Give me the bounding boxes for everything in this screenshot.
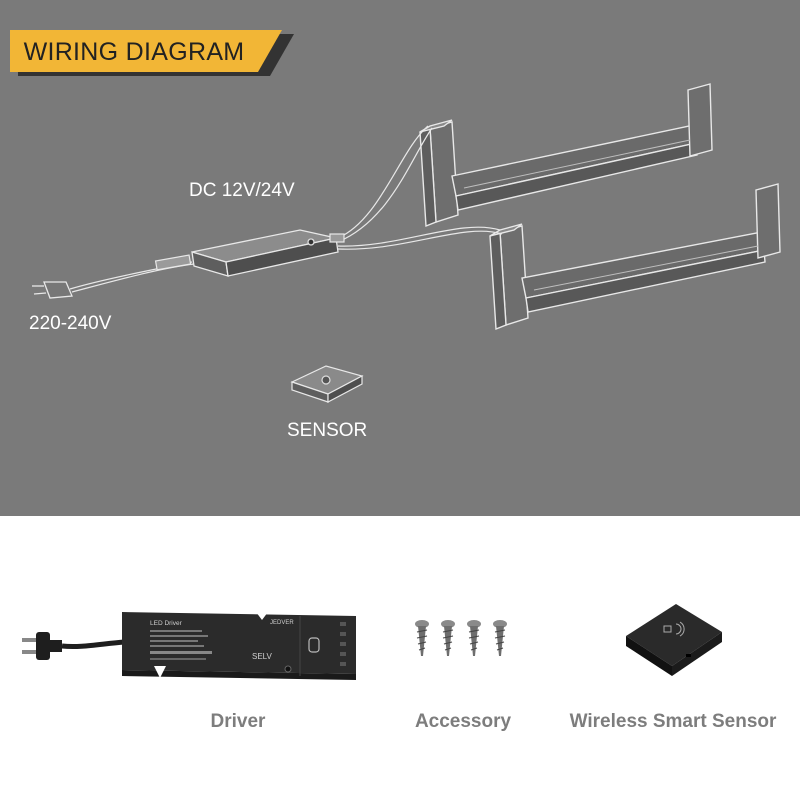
products-row: LED Driver JEDVER SELV xyxy=(0,516,800,800)
screw-2 xyxy=(441,620,455,656)
ac-plug xyxy=(32,281,73,299)
driver-photo: LED Driver JEDVER SELV xyxy=(122,612,356,680)
led-bar-lower xyxy=(489,183,781,331)
led-bar-upper xyxy=(419,83,713,228)
driver-print-brand: JEDVER xyxy=(270,620,294,626)
ac-voltage-label: 220-240V xyxy=(29,313,112,334)
products-drawing: LED Driver JEDVER SELV xyxy=(22,604,722,680)
dc-voltage-label: DC 12V/24V xyxy=(189,180,295,201)
sensor-diagram xyxy=(290,365,364,403)
caption-accessory: Accessory xyxy=(414,711,512,732)
wireless-sensor-photo xyxy=(626,604,722,676)
caption-driver: Driver xyxy=(210,711,266,732)
driver-print-selv: SELV xyxy=(252,652,273,661)
screw-4 xyxy=(493,620,507,656)
driver-box-diagram xyxy=(191,229,339,277)
diagram-title: WIRING DIAGRAM xyxy=(23,38,245,66)
wiring-diagram-panel: WIRING DIAGRAM DC 12V/24V 220-240V SENSO… xyxy=(0,0,800,516)
screw-1 xyxy=(415,620,429,656)
wires xyxy=(69,125,503,293)
wiring-diagram-drawing xyxy=(10,30,781,403)
sensor-label: SENSOR xyxy=(287,420,368,441)
driver-print-heading: LED Driver xyxy=(150,620,183,627)
driver-power-plug xyxy=(22,632,125,660)
screws-accessory xyxy=(415,620,507,656)
screw-3 xyxy=(467,620,481,656)
title-tag xyxy=(10,30,282,72)
caption-wireless-smart-sensor: Wireless Smart Sensor xyxy=(569,711,777,732)
